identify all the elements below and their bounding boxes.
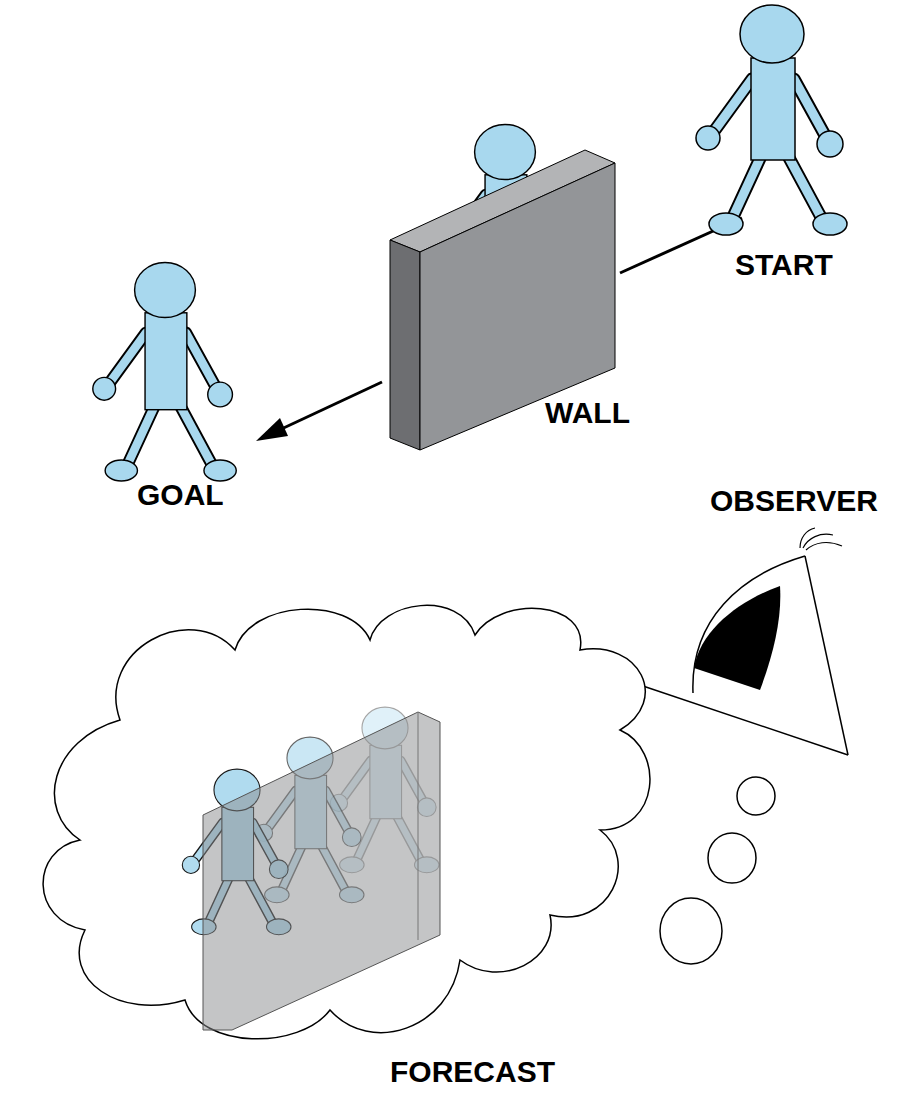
path-arrow [275, 382, 382, 432]
goal-figure [93, 262, 236, 481]
wall-label: WALL [545, 398, 630, 428]
thought-bubbles [660, 777, 775, 964]
observer-eye [640, 528, 848, 755]
arrow-head [256, 418, 288, 441]
start-figure [696, 5, 847, 235]
observer-label: OBSERVER [710, 486, 878, 516]
forecast-sequence [182, 707, 440, 1030]
goal-label: GOAL [137, 480, 224, 510]
thought-cloud [43, 605, 650, 1038]
start-label: START [735, 250, 833, 280]
forecast-label: FORECAST [390, 1057, 555, 1087]
